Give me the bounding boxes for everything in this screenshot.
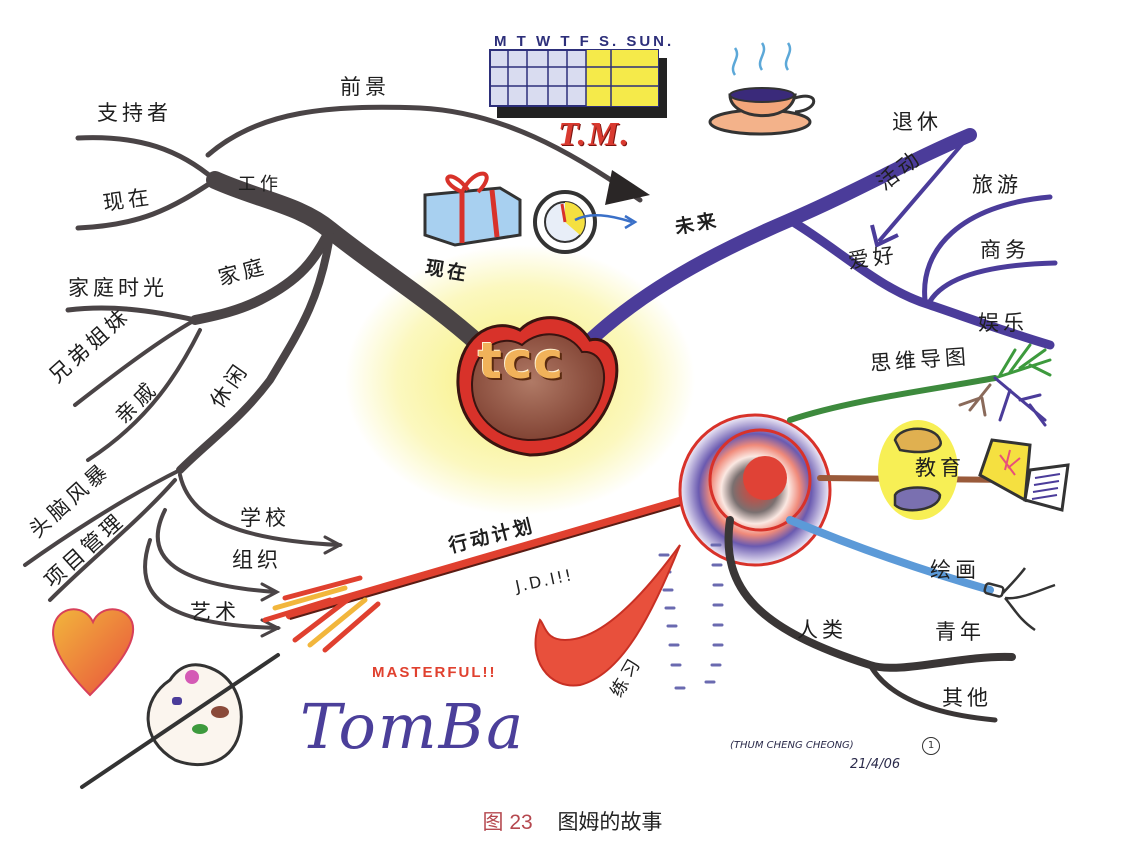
tree-branches-icon (958, 343, 1052, 427)
label-family-time: 家庭时光 (68, 276, 168, 300)
mind-map-canvas: 支持者 现在 工作 前景 家庭时光 家庭 兄弟姐妹 亲戚 休闲 头脑风暴 项目管… (23, 33, 1070, 789)
label-prospect: 前景 (340, 75, 390, 99)
target-icon (678, 413, 832, 567)
paint-palette-icon (146, 663, 243, 766)
label-organization: 组织 (232, 548, 282, 572)
gift-box-icon (423, 171, 522, 247)
paintbrush-icon (80, 653, 280, 789)
label-school: 学校 (240, 506, 290, 530)
label-humanity: 人类 (797, 618, 847, 642)
time-management-label: T.M. (558, 116, 631, 153)
label-art: 艺术 (190, 600, 240, 624)
signature-small: (THUM CHENG CHEONG) (730, 740, 854, 751)
label-others: 其他 (942, 686, 992, 710)
brain-icon (878, 420, 958, 520)
present-branch (23, 104, 643, 630)
label-supporters: 支持者 (97, 101, 172, 125)
caption-number: 图 23 (482, 811, 533, 834)
practice-dashes (658, 543, 724, 690)
caption-title: 图姆的故事 (557, 810, 663, 834)
label-business: 商务 (980, 238, 1030, 262)
future-branch (573, 128, 1058, 357)
paintbrush-tip-icon (983, 567, 1056, 632)
prospect-arrowhead-icon (605, 170, 650, 205)
label-painting: 绘画 (930, 558, 980, 582)
label-retirement: 退休 (892, 110, 942, 134)
central-heart-node[interactable] (456, 316, 619, 457)
label-entertainment: 娱乐 (978, 311, 1028, 335)
open-book-icon (978, 438, 1070, 512)
activity-arrowhead-icon (870, 224, 899, 248)
figure-caption: 图 23 图姆的故事 (0, 810, 1145, 834)
masterful-text: MASTERFUL!! (372, 664, 497, 681)
label-education: 教育 (915, 456, 965, 480)
signature-page-number: 1 (922, 737, 940, 755)
central-node-label: tcc (478, 332, 565, 390)
label-travel: 旅游 (972, 173, 1022, 197)
signature-name: TomBa (300, 690, 526, 763)
coffee-cup-icon (708, 42, 816, 136)
heart-icon (52, 608, 135, 697)
calendar-icon (489, 49, 667, 118)
small-arrowheads (260, 535, 344, 638)
check-swoosh-icon (534, 544, 681, 687)
calendar-header: M T W T F S. SUN. (494, 33, 675, 50)
label-youth: 青年 (935, 620, 985, 644)
clock-icon (533, 190, 638, 254)
signature-date: 21/4/06 (850, 757, 901, 772)
label-work: 工作 (238, 174, 282, 195)
